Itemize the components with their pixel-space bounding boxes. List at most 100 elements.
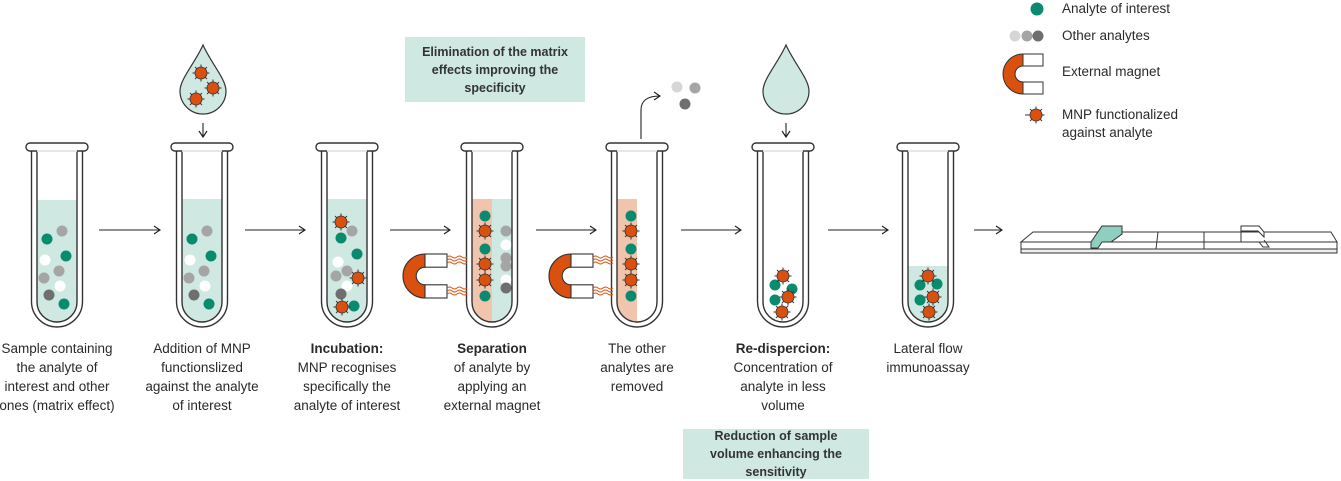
magnet-pole — [570, 284, 594, 299]
removed-analyte-dot — [671, 81, 683, 93]
tube-contents — [37, 200, 77, 322]
sensitivity-note: Reduction of sample volume enhancing the… — [683, 429, 869, 479]
other-analyte-dot — [188, 289, 200, 301]
legend-mnp-label: MNP functionalized against analyte — [1062, 107, 1179, 140]
analyte-dot — [769, 294, 781, 306]
analyte-dot — [931, 278, 943, 290]
tube-inner-wall — [907, 151, 949, 323]
analyte-dot — [186, 233, 198, 245]
mnp-particle — [204, 79, 222, 97]
mnp-particle — [192, 64, 210, 82]
magnetic-field-icon — [592, 255, 614, 265]
step-caption-3: Incubation:MNP recognises specifically t… — [292, 339, 402, 415]
other-analyte-dot — [183, 272, 195, 284]
tube-contents — [327, 199, 367, 322]
analyte-dot-icon — [1030, 2, 1044, 16]
tube-inner-wall — [762, 151, 804, 323]
mnp-particle — [774, 267, 792, 285]
step-text: Concentration of analyte in less volume — [733, 360, 833, 413]
other-analyte-dot — [500, 274, 512, 286]
other-analyte-dot — [346, 225, 358, 237]
magnet-pole — [1022, 81, 1044, 95]
magnet-body — [548, 253, 572, 299]
magnet-body — [402, 253, 426, 299]
step-text: Addition of MNP functionslized against t… — [145, 341, 259, 413]
analyte-dot — [914, 279, 926, 291]
analyte-dot — [351, 248, 363, 260]
step-text: of analyte by applying an external magne… — [443, 360, 541, 413]
step-text: MNP recognises specifically the analyte … — [293, 360, 401, 413]
analyte-dot — [479, 210, 491, 222]
other-analyte-dot — [500, 252, 512, 264]
step-caption-1: Sample containing the analyte of interes… — [0, 339, 116, 415]
tube-contents — [617, 199, 640, 322]
external-magnet-step4 — [402, 253, 448, 299]
mnp-particle — [476, 271, 494, 289]
tube-outer-wall — [465, 149, 519, 328]
other-analyte-dot — [184, 254, 196, 266]
other-analyte-dot — [500, 225, 512, 237]
other-analyte-dot — [54, 280, 66, 292]
analyte-dot — [914, 294, 926, 306]
test-tube-1 — [25, 142, 89, 328]
other-analyte-dot — [330, 270, 342, 282]
tube-outer-wall — [901, 149, 955, 328]
other-analyte-dot — [500, 239, 512, 251]
analyte-dot — [625, 243, 637, 255]
mnp-particle — [779, 288, 797, 306]
magnetic-field-icon — [446, 255, 468, 265]
tube-inner-wall — [471, 151, 513, 323]
mnp-particle — [349, 269, 367, 287]
analyte-dot — [203, 298, 215, 310]
other-analyte-dot — [199, 280, 211, 292]
tube-rim — [315, 142, 379, 152]
other-analyte-dot — [332, 256, 344, 268]
test-tube-7 — [896, 142, 960, 328]
magnet-pole — [424, 253, 448, 268]
mnp-particle — [920, 303, 938, 321]
tube-inner-wall — [181, 151, 223, 323]
mnp-particle — [476, 255, 494, 273]
analyte-dot — [625, 290, 637, 302]
analyte-dot — [769, 279, 781, 291]
magnet-pole — [1022, 53, 1044, 67]
mnp-particle — [332, 213, 350, 231]
step-caption-6: Re-dispercion: Concentration of analyte i… — [723, 339, 843, 415]
step-text: The other analytes are removed — [600, 341, 674, 394]
tube-contents — [769, 267, 798, 321]
step-title: Re-dispercion: — [735, 341, 831, 356]
other-analyte-dot — [39, 254, 51, 266]
other-analyte-dot — [500, 260, 512, 272]
tube-inner-wall — [326, 151, 368, 323]
tube-outer-wall — [756, 149, 810, 328]
tube-inner-wall — [36, 151, 78, 323]
other-analyte-dot — [341, 265, 353, 277]
analyte-dot — [58, 298, 70, 310]
magnetic-field-icon — [446, 286, 468, 296]
test-tube-6 — [751, 142, 815, 328]
tube-contents — [908, 266, 948, 322]
tube-outer-wall — [30, 149, 84, 328]
tube-rim — [170, 142, 234, 152]
tube-contents — [472, 199, 512, 322]
magnet-body — [1002, 53, 1024, 95]
other-analyte-dot — [341, 280, 353, 292]
mnp-particle — [622, 255, 640, 273]
mnp-particle — [333, 298, 351, 316]
tube-rim — [605, 142, 669, 152]
legend-magnet-label: External magnet — [1062, 64, 1161, 79]
other-analyte-dot — [56, 225, 68, 237]
legend — [1009, 2, 1045, 124]
magnet-icon — [1002, 53, 1044, 95]
mnp-particle — [476, 222, 494, 240]
strip-top — [1019, 231, 1338, 243]
mnp-particle — [622, 271, 640, 289]
analyte-dot — [60, 250, 72, 262]
other-analyte-dot — [335, 288, 347, 300]
test-tube-2 — [170, 142, 234, 328]
buffer-drop — [762, 43, 810, 137]
analyte-dot — [205, 250, 217, 262]
step-text: Sample containing the analyte of interes… — [0, 341, 115, 413]
